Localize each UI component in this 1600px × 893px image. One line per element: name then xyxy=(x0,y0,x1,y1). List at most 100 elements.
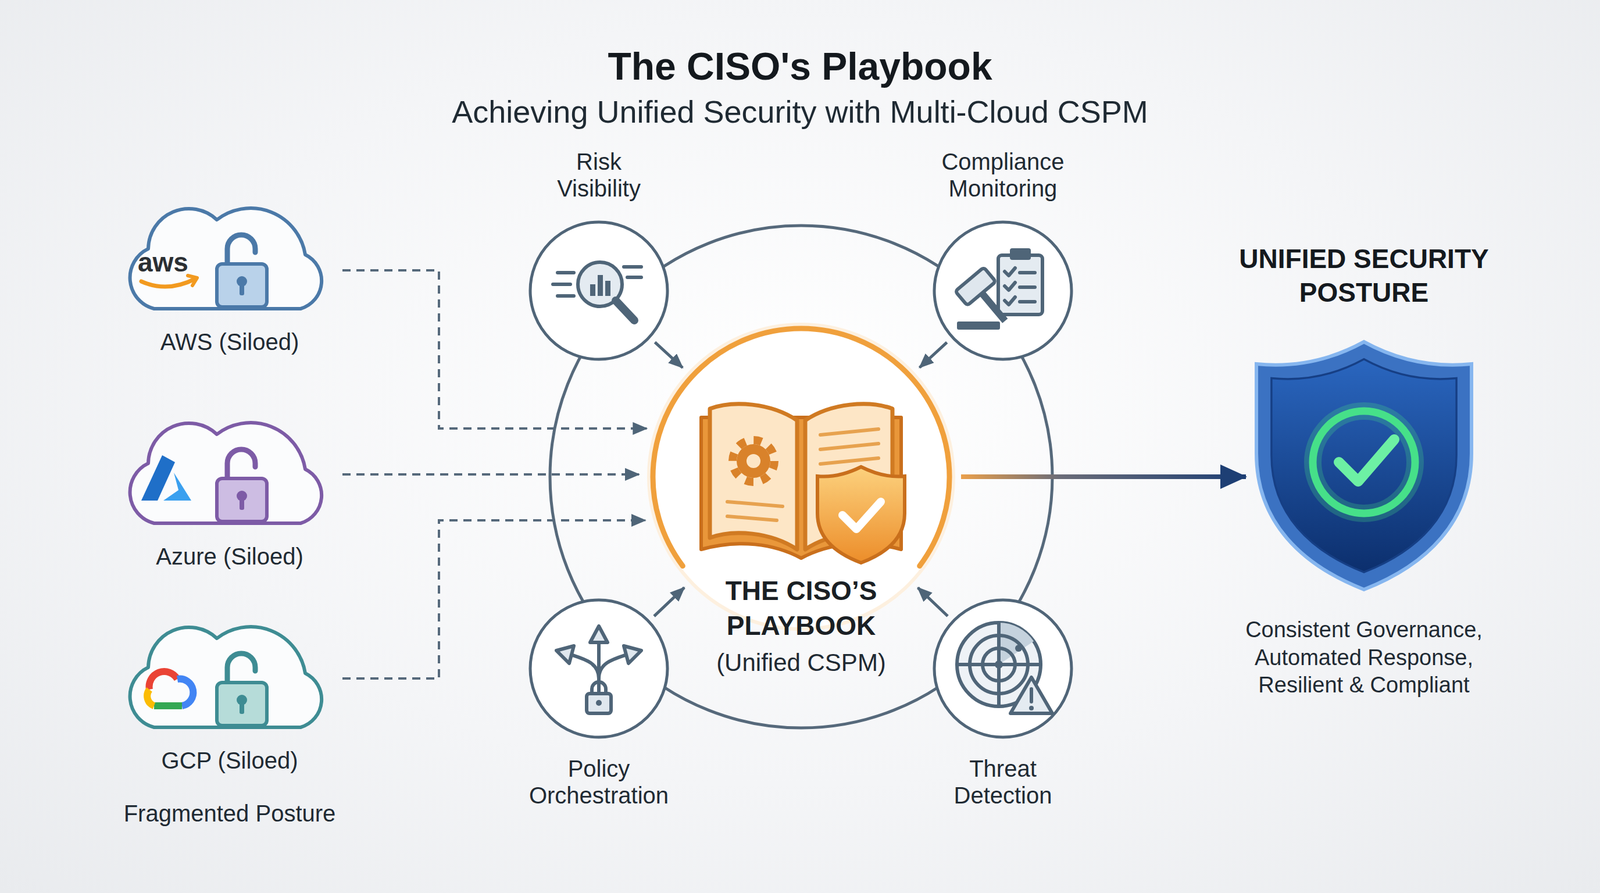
illustration-part xyxy=(569,654,599,679)
illustration-part xyxy=(1004,268,1016,276)
illustration-part xyxy=(1010,677,1053,714)
illustration-part xyxy=(141,455,175,501)
illustration-part xyxy=(1019,285,1035,289)
illustration-part xyxy=(652,328,950,566)
illustration-part xyxy=(216,263,267,307)
illustration-part xyxy=(130,422,323,524)
illustration-part xyxy=(1004,282,1016,291)
illustration-part xyxy=(530,600,668,738)
illustration-part xyxy=(709,404,798,550)
illustration-part xyxy=(956,321,1000,330)
diagram-title: The CISO's Playbook xyxy=(607,44,992,89)
illustration-part xyxy=(1004,297,1016,305)
illustration-part xyxy=(557,294,574,298)
illustration-part xyxy=(163,472,192,501)
illustration-part xyxy=(820,443,879,450)
illustration-part xyxy=(934,222,1072,360)
illustration-part xyxy=(998,255,1043,315)
node-label: (Unified CSPM) xyxy=(690,648,912,678)
capability-circle-shape xyxy=(527,597,671,741)
capability-circle-shape xyxy=(527,219,671,363)
illustration-part xyxy=(1338,439,1395,482)
node-label: Azure (Siloed) xyxy=(113,542,346,571)
illustration-part xyxy=(820,458,879,464)
connector-arrow xyxy=(654,587,685,617)
illustration-part xyxy=(239,282,245,296)
illustration-part xyxy=(187,275,198,286)
illustration-part xyxy=(177,679,194,706)
illustration-part xyxy=(727,516,777,521)
cloud-node: GCP (Siloed) xyxy=(113,602,346,775)
logo-text: aws xyxy=(137,248,189,276)
illustration-part xyxy=(227,449,256,480)
illustration-part xyxy=(955,267,1019,334)
illustration-part xyxy=(1004,268,1035,305)
illustration-part xyxy=(736,444,771,478)
illustration-part xyxy=(556,645,574,664)
illustration-part xyxy=(239,497,245,510)
illustration-part xyxy=(590,284,596,296)
illustration-part xyxy=(1019,270,1035,275)
illustration-part xyxy=(615,300,635,321)
illustration-part xyxy=(530,222,668,360)
illustration-part xyxy=(1312,411,1416,514)
illustration-part xyxy=(1015,644,1023,652)
connector-arrow xyxy=(919,342,948,368)
node-label: Compliance Monitoring xyxy=(909,148,1096,202)
illustration-part xyxy=(147,689,155,706)
illustration-part xyxy=(216,478,267,522)
illustration-part xyxy=(597,275,603,296)
illustration-part xyxy=(227,653,256,684)
illustration-part xyxy=(130,208,323,309)
illustration-part xyxy=(154,702,182,710)
illustration-part xyxy=(820,429,879,435)
cloud-node-shape xyxy=(113,602,346,735)
cloud-node-shape xyxy=(113,398,346,531)
illustration-part xyxy=(1019,300,1035,304)
connector-arrow xyxy=(654,342,683,369)
illustration-part xyxy=(627,275,642,280)
illustration-part xyxy=(934,600,1072,738)
illustration-part xyxy=(1029,705,1034,711)
playbook-hub: THE CISO’S PLAYBOOK (Unified CSPM) xyxy=(645,321,957,678)
illustration-part xyxy=(130,626,323,728)
illustration-part xyxy=(239,701,245,714)
illustration-part xyxy=(1009,248,1031,260)
group-caption: Fragmented Posture xyxy=(123,800,337,827)
capability-circle-shape xyxy=(931,597,1075,741)
illustration-part xyxy=(746,454,761,469)
illustration-part xyxy=(1256,341,1472,590)
node-heading: THE CISO’S PLAYBOOK xyxy=(690,573,912,644)
node-label: Policy Orchestration xyxy=(502,755,695,809)
posture-shield-shape xyxy=(1251,337,1477,594)
node-label: AWS (Siloed) xyxy=(113,327,346,356)
illustration-part xyxy=(1029,688,1034,702)
capability-circle-shape xyxy=(931,219,1075,363)
illustration-part xyxy=(216,682,267,726)
posture-shield: UNIFIED SECURITY POSTURE Consistent Gover… xyxy=(1189,242,1539,700)
illustration-part xyxy=(1271,359,1457,573)
node-label: GCP (Siloed) xyxy=(113,746,346,775)
node-label: Consistent Governance, Automated Respons… xyxy=(1224,616,1504,700)
illustration-part xyxy=(727,501,783,507)
illustration-part xyxy=(552,282,571,287)
diagram-subtitle: Achieving Unified Security with Multi-Cl… xyxy=(451,93,1148,130)
illustration-part xyxy=(994,660,1003,669)
illustration-part xyxy=(623,645,642,664)
illustration-part xyxy=(598,654,629,679)
node-label: Risk Visibility xyxy=(531,148,666,202)
illustration-part xyxy=(149,671,178,690)
connector-arrow xyxy=(961,474,1246,480)
node-heading: UNIFIED SECURITY POSTURE xyxy=(1189,242,1539,310)
illustration-part xyxy=(557,270,574,275)
illustration-part xyxy=(1312,411,1416,514)
capability-circle: Risk Visibility xyxy=(527,148,671,363)
capability-circle: Policy Orchestration xyxy=(502,597,695,809)
illustration-part xyxy=(227,234,256,266)
illustration-part xyxy=(605,280,611,296)
illustration-part xyxy=(817,466,905,563)
connector-arrow xyxy=(918,587,948,617)
illustration-part xyxy=(586,693,612,714)
capability-circle: Compliance Monitoring xyxy=(909,148,1096,363)
